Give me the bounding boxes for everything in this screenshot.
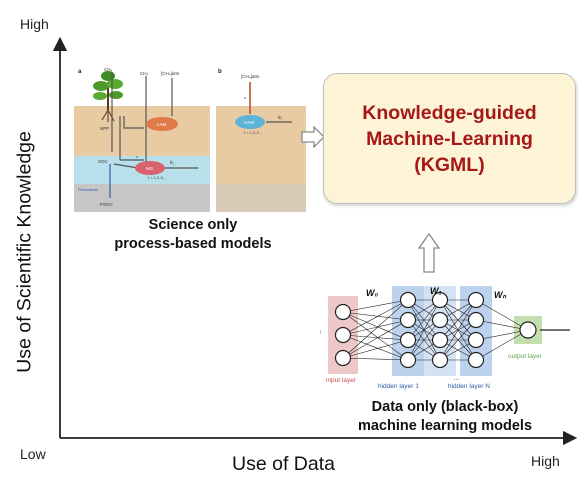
time-label-b: t = 1,2,3... bbox=[244, 130, 262, 135]
kgml-line1: Knowledge-guided bbox=[362, 101, 537, 124]
panel-b-label: b bbox=[218, 69, 222, 75]
data-caption-line2: machine learning models bbox=[357, 418, 533, 434]
kgml-line2: Machine-Learning bbox=[366, 127, 533, 150]
nn-node bbox=[399, 331, 417, 349]
y-axis-high-label: High bbox=[20, 16, 49, 32]
nn-edge bbox=[342, 319, 409, 336]
nn-node bbox=[399, 351, 417, 369]
nn-edge bbox=[407, 319, 441, 361]
nn-edge bbox=[342, 319, 409, 359]
x-axis-title: Use of Data bbox=[232, 453, 335, 475]
nn-edge bbox=[342, 311, 409, 361]
nn-node bbox=[431, 291, 449, 309]
nn-node bbox=[467, 351, 485, 369]
hidden-layer-1-label: hidden layer 1 bbox=[378, 383, 419, 390]
nn-edge bbox=[439, 299, 477, 361]
lam-label: LAM bbox=[157, 122, 167, 127]
nn-node bbox=[399, 291, 417, 309]
ham-label: HAM bbox=[244, 120, 254, 125]
nn-node bbox=[467, 311, 485, 329]
nn-edge bbox=[475, 329, 529, 341]
kgml-box: Knowledge-guided Machine-Learning (KGML) bbox=[323, 73, 576, 204]
nn-edge bbox=[342, 299, 409, 336]
psoc-label: PSOC bbox=[100, 202, 114, 207]
soil-layer bbox=[74, 106, 210, 156]
nn-edge bbox=[439, 299, 477, 341]
mg-node bbox=[135, 161, 165, 175]
panel-b-permafrost bbox=[216, 184, 306, 212]
nn-edge bbox=[407, 299, 441, 341]
data-caption-line1: Data only (black-box) bbox=[371, 399, 519, 415]
ham-node bbox=[235, 115, 265, 129]
ch4-atm-label-b: [CH₄]atm bbox=[241, 74, 260, 79]
theta-label-a: θ₁ bbox=[170, 160, 175, 165]
science-caption-line2: process-based models bbox=[114, 236, 272, 252]
nn-edge bbox=[439, 319, 477, 361]
nn-edge bbox=[342, 334, 409, 341]
nn-edge bbox=[342, 334, 409, 361]
process-model-figure: a b CH₄ CH₄ [CH₄]atm [CH₄]atm NPP SOC PS… bbox=[74, 64, 306, 212]
nn-edge bbox=[342, 311, 409, 321]
nn-node bbox=[431, 331, 449, 349]
right-arrow-icon bbox=[301, 126, 325, 148]
mg-label: MG bbox=[146, 166, 154, 171]
c-label-b: c bbox=[244, 95, 246, 100]
nn-edge bbox=[342, 299, 409, 313]
nn-edge bbox=[342, 299, 409, 359]
npp-label: NPP bbox=[100, 126, 109, 131]
w0-label: W₀ bbox=[366, 288, 378, 298]
nn-edge bbox=[475, 299, 529, 331]
ch4-atm-label-a: [CH₄]atm bbox=[161, 71, 180, 76]
nn-node bbox=[467, 291, 485, 309]
science-only-caption: Science only process-based models bbox=[98, 216, 288, 254]
up-arrow-icon bbox=[418, 232, 440, 273]
nn-node bbox=[431, 311, 449, 329]
panel-b-sky bbox=[216, 64, 306, 106]
hidden-layer-n-label: hidden layer N bbox=[448, 383, 490, 390]
theta-label-b: θ₂ bbox=[278, 115, 283, 120]
nn-node bbox=[334, 349, 352, 367]
nn-edge bbox=[475, 319, 529, 331]
nn-node bbox=[334, 303, 352, 321]
nn-node bbox=[334, 326, 352, 344]
side-mark-label: i bbox=[320, 330, 321, 336]
soc-label: SOC bbox=[98, 159, 109, 164]
nn-node bbox=[467, 331, 485, 349]
permafrost-layer bbox=[74, 184, 210, 212]
nn-node bbox=[399, 311, 417, 329]
nn-node bbox=[519, 321, 537, 339]
wn-label: Wₙ bbox=[494, 290, 506, 300]
permafrost-label: Permafrost bbox=[78, 187, 98, 192]
neural-network-figure: W₀ W₁ Wₙ input layer hidden layer 1 hidd… bbox=[320, 286, 570, 390]
input-layer-label: input layer bbox=[326, 377, 357, 384]
lam-node bbox=[146, 117, 178, 131]
axis-origin-low-label: Low bbox=[20, 446, 46, 462]
panel-a-label: a bbox=[78, 69, 82, 75]
w1-label: W₁ bbox=[430, 286, 442, 296]
nn-edge bbox=[342, 311, 409, 341]
x-axis-high-label: High bbox=[531, 453, 560, 469]
nn-edge bbox=[342, 339, 409, 359]
nn-edge bbox=[475, 329, 529, 361]
ellipsis-label: ... bbox=[454, 375, 460, 382]
c-label-a: c bbox=[136, 154, 138, 159]
kgml-line3: (KGML) bbox=[414, 153, 485, 176]
ch4-label-a: CH₄ bbox=[104, 67, 112, 72]
science-caption-line1: Science only bbox=[148, 217, 238, 233]
nn-edge bbox=[407, 299, 441, 361]
nn-edge bbox=[342, 357, 409, 361]
ch4-label-b: CH₄ bbox=[140, 71, 148, 76]
time-label-a: t = 1,2,3... bbox=[148, 175, 166, 180]
output-layer-label: output layer bbox=[508, 353, 543, 360]
nn-node bbox=[431, 351, 449, 369]
data-only-caption: Data only (black-box) machine learning m… bbox=[320, 398, 570, 436]
